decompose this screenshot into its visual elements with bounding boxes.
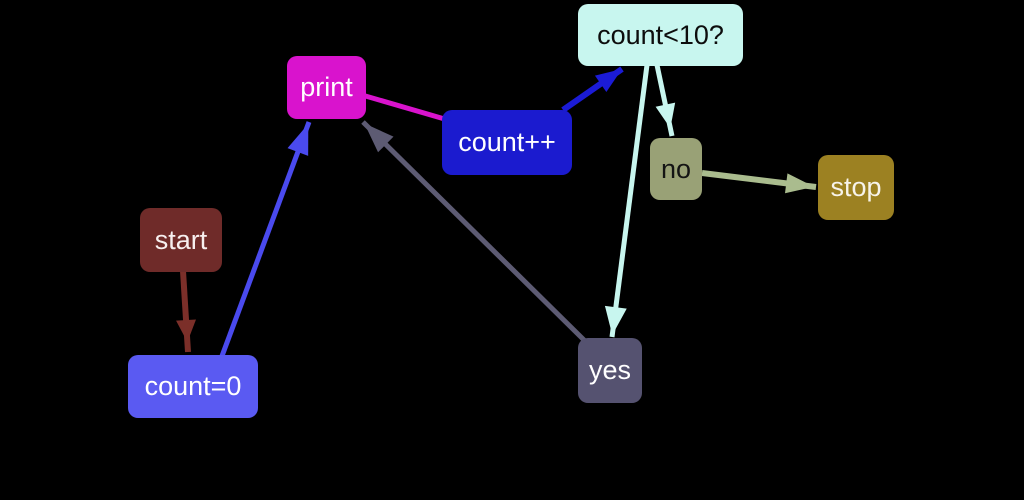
- edge-count=0-print-arrowhead: [287, 123, 309, 156]
- node-yes-label: yes: [588, 355, 632, 385]
- node-count-increment-label: count++: [458, 127, 556, 157]
- edge-print-count++: [361, 92, 449, 123]
- node-start[interactable]: start: [140, 208, 222, 272]
- edge-count++-count<10?-arrowhead: [594, 69, 622, 93]
- node-count-equals-0[interactable]: count=0: [128, 355, 258, 418]
- node-stop[interactable]: stop: [818, 155, 894, 220]
- edge-no-stop-arrowhead: [785, 173, 815, 194]
- node-print-label: print: [300, 72, 353, 102]
- edge-count<10?-no-arrowhead: [655, 102, 676, 129]
- edge-count=0-print: [219, 121, 312, 357]
- node-start-label: start: [154, 224, 208, 255]
- node-print[interactable]: print: [287, 56, 366, 119]
- node-count-increment[interactable]: count++: [442, 110, 572, 175]
- node-condition-count-less-than-10[interactable]: count<10?: [578, 4, 743, 66]
- node-count-equals-0-label: count=0: [144, 371, 242, 401]
- node-no[interactable]: no: [650, 138, 702, 200]
- edge-yes-print-arrowhead: [364, 123, 394, 153]
- edge-count<10?-yes-arrowhead: [604, 305, 627, 336]
- edge-yes-print: [361, 120, 587, 343]
- edge-start-count=0-arrowhead: [176, 319, 197, 343]
- node-no-label: no: [660, 153, 692, 184]
- edge-count<10?-yes: [609, 64, 650, 338]
- node-stop-label: stop: [830, 172, 882, 202]
- node-yes[interactable]: yes: [578, 338, 642, 403]
- node-condition-label: count<10?: [597, 19, 724, 50]
